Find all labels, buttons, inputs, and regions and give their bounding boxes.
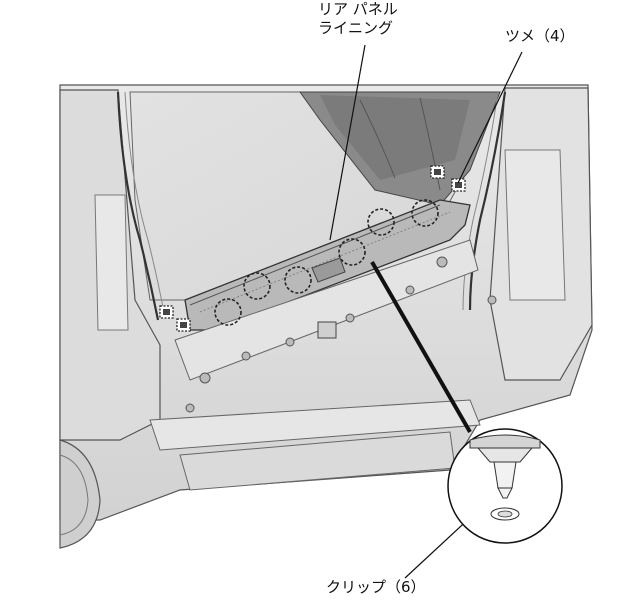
rear-panel-lining-label-line2: ライニング (318, 19, 394, 37)
clip-detail-inset (447, 428, 563, 544)
leader-line-tsume (457, 51, 523, 184)
clip-marker (214, 298, 242, 326)
tsume-marker (176, 318, 191, 332)
rear-panel-lining (184, 199, 471, 331)
clip-marker (243, 272, 271, 300)
tsume-label: ツメ（4） (505, 27, 575, 45)
tsume-marker (159, 305, 174, 319)
leader-line-clip-detail (370, 261, 472, 433)
tsume-marker (451, 178, 466, 192)
clip-marker (338, 238, 366, 266)
tailgate-opening-lower (174, 239, 497, 413)
clip-marker (411, 199, 439, 227)
leader-line-panel (329, 44, 366, 241)
clip-marker (284, 266, 312, 294)
clip-marker (367, 208, 395, 236)
tsume-marker (430, 165, 445, 179)
clip-markers (214, 199, 439, 326)
cargo-floor (116, 91, 507, 321)
clip-label: クリップ（6） (326, 578, 426, 596)
tsume-markers (159, 165, 466, 332)
rear-panel-lining-label-line1: リア パネル (318, 0, 398, 18)
